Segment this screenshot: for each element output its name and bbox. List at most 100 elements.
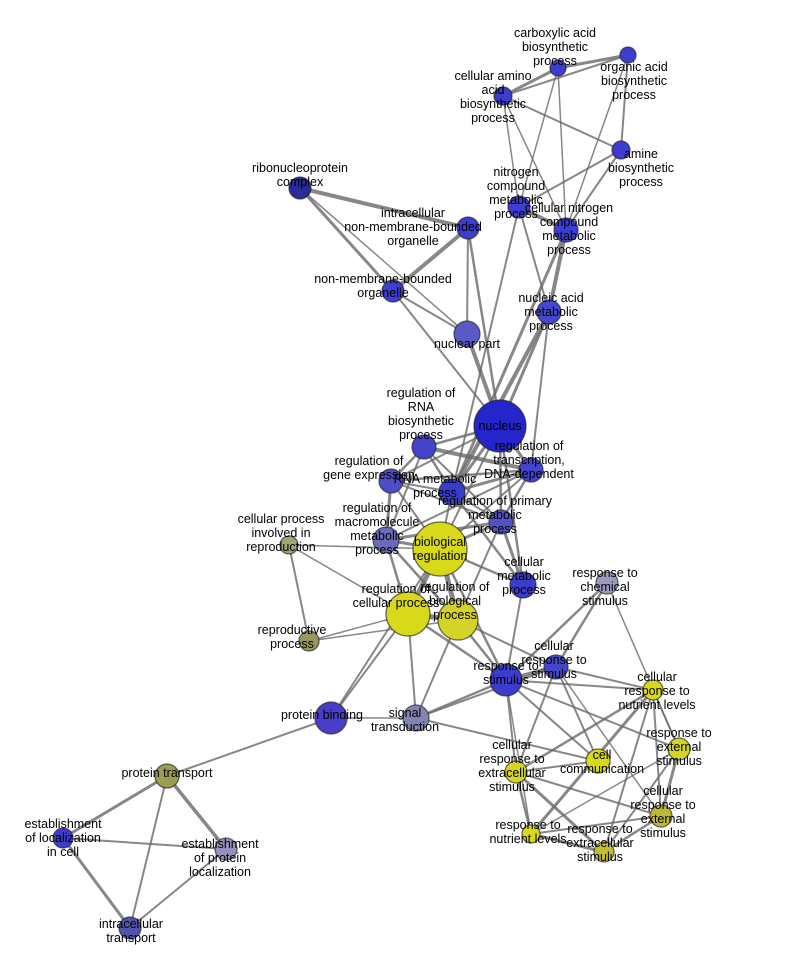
graph-node-nucleus[interactable] (473, 399, 527, 453)
graph-node-cell_resp_stim[interactable] (543, 654, 569, 680)
graph-edge-rnp-intra_nmb (298, 186, 470, 230)
graph-node-intra_trans[interactable] (118, 916, 142, 940)
graph-edge-resp_stim-rnl (505, 679, 532, 835)
graph-node-cell_met[interactable] (509, 571, 537, 599)
graph-edge-cell_comm-cres (515, 760, 599, 773)
graph-node-cre2[interactable] (649, 804, 673, 828)
node-layer (52, 46, 691, 940)
node-label-nucleus: nucleus (478, 419, 521, 433)
graph-node-reg_macro[interactable] (372, 526, 400, 554)
graph-edge-reg_rna_bio-reg_macro (385, 446, 425, 541)
graph-edge-rnl-cre2 (530, 815, 662, 835)
graph-edge-cell_resp_stim-crnl (555, 666, 654, 691)
graph-node-reg_biological[interactable] (437, 599, 479, 641)
graph-edge-carboxylic-nitrogen (518, 67, 559, 208)
graph-edge-signal-cell_comm (415, 717, 599, 762)
graph-node-rnp[interactable] (288, 176, 312, 200)
graph-node-resp_ext[interactable] (667, 737, 691, 761)
graph-node-repro[interactable] (298, 630, 320, 652)
graph-edge-reg_transcription-rna_met (450, 468, 533, 494)
graph-edge-cpir-reg_cellular (288, 544, 409, 615)
graph-edge-prot_trans-intra_trans (129, 775, 168, 929)
graph-edge-cell_amino-nitrogen (502, 95, 520, 208)
graph-node-crnl[interactable] (642, 679, 664, 701)
graph-edge-carboxylic-organic (556, 53, 630, 70)
graph-node-reg_cellular[interactable] (385, 591, 431, 637)
graph-node-prot_bind[interactable] (314, 701, 348, 735)
graph-edge-crnl-res (603, 689, 654, 853)
graph-edge-est_loc-intra_trans (61, 836, 132, 930)
graph-edge-amine-cell_nitrogen (565, 149, 622, 231)
graph-edge-rnl-res (529, 832, 606, 854)
node-label-nuclear_part: nuclear part (434, 337, 501, 351)
graph-node-reg_rna_bio[interactable] (411, 434, 437, 460)
graph-node-reg_transcription[interactable] (518, 457, 544, 483)
graph-node-cres[interactable] (504, 760, 528, 784)
graph-node-reg_gene[interactable] (378, 468, 404, 494)
graph-node-rnl[interactable] (521, 824, 541, 844)
graph-node-nucleic[interactable] (536, 299, 562, 325)
graph-node-reg_primary[interactable] (488, 509, 514, 535)
graph-node-signal[interactable] (402, 704, 430, 732)
graph-edge-cell_resp_stim-resp_chem (554, 581, 609, 669)
graph-node-cell_nitrogen[interactable] (553, 217, 579, 243)
graph-node-amine[interactable] (611, 140, 631, 160)
graph-node-res[interactable] (593, 841, 615, 863)
graph-edge-est_loc-est_prot (62, 837, 227, 850)
graph-edge-rnp-nuclear_part (299, 187, 468, 335)
graph-node-est_prot[interactable] (214, 837, 238, 861)
graph-edge-carboxylic-cell_nitrogen (557, 67, 567, 231)
graph-node-intra_nmb[interactable] (456, 216, 480, 240)
graph-edge-rna_met-cell_met (450, 490, 525, 587)
node-label-prot_bind: protein binding (281, 708, 363, 722)
graph-node-nuclear_part[interactable] (453, 320, 481, 348)
graph-edge-nucleic-reg_transcription (530, 311, 550, 471)
graph-node-carboxylic[interactable] (549, 59, 567, 77)
graph-node-organic[interactable] (619, 46, 637, 64)
graph-edge-cpir-repro (288, 544, 310, 642)
graph-edge-repro-reg_biological (308, 619, 459, 642)
graph-edge-cell_resp_stim-cell_comm (555, 666, 599, 762)
graph-node-est_loc[interactable] (52, 827, 74, 849)
graph-node-nmb[interactable] (381, 279, 405, 303)
node-label-prot_trans: protein transport (121, 766, 213, 780)
graph-node-prot_trans[interactable] (154, 763, 180, 789)
edge-layer (61, 53, 681, 930)
graph-node-bio_reg[interactable] (412, 521, 468, 577)
graph-edge-resp_ext-res (603, 748, 680, 853)
graph-node-rna_met[interactable] (438, 478, 466, 506)
graph-edge-prot_trans-est_prot (165, 774, 228, 851)
graph-node-resp_chem[interactable] (595, 571, 619, 595)
graph-edge-reg_transcription-reg_gene (389, 468, 533, 483)
graph-node-cpir[interactable] (279, 535, 299, 555)
graph-node-nitrogen[interactable] (507, 195, 531, 219)
graph-node-cell_amino[interactable] (493, 86, 513, 106)
graph-edge-cell_amino-amine (502, 95, 622, 151)
graph-edge-cell_amino-organic (502, 54, 629, 97)
graph-edge-cell_amino-cell_nitrogen (502, 95, 567, 231)
graph-node-resp_stim[interactable] (489, 663, 523, 697)
graph-node-cell_comm[interactable] (585, 748, 611, 774)
